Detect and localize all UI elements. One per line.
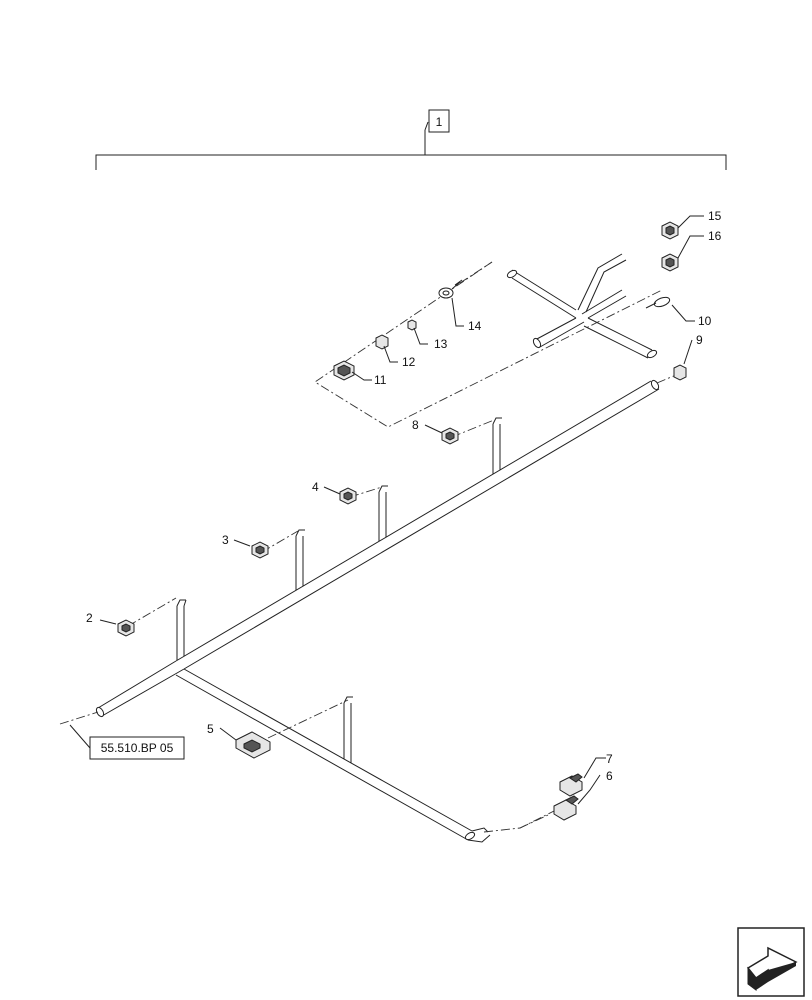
callout-16-label: 16 [708,229,722,243]
upper-sub-harness [506,253,658,359]
callout-11-label: 11 [374,373,387,387]
reference-label[interactable]: 55.510.BP 05 [101,741,174,755]
connector-3 [251,541,269,559]
callout-7-label: 7 [606,752,613,766]
terminal-10 [645,296,671,309]
callout-12-label: 12 [402,355,416,369]
connector-9 [673,364,687,381]
connector-11 [333,360,355,381]
reference-link[interactable]: 55.510.BP 05 [69,724,185,760]
callout-2-label: 2 [86,611,93,625]
connector-16 [661,253,679,272]
callout-14-label: 14 [468,319,482,333]
callout-9-label: 9 [696,333,703,347]
terminal-12 [375,334,389,350]
callout-labels: 2 3 4 5 6 7 8 9 10 11 12 13 14 15 16 [86,209,722,783]
connector-5 [235,731,271,759]
next-page-arrow-icon[interactable] [737,927,805,997]
callout-15-label: 15 [708,209,722,223]
callout-4-label: 4 [312,480,319,494]
callout-13-label: 13 [434,337,448,351]
main-harness [95,379,660,843]
connector-4 [339,487,357,505]
connector-7 [559,773,583,797]
callout-leaders [99,215,704,805]
callout-5-label: 5 [207,722,214,736]
callout-10-label: 10 [698,314,712,328]
connector-8 [441,427,459,445]
terminal-13 [407,319,417,331]
assembly-callout-label: 1 [436,115,443,129]
assembly-bracket: 1 [95,109,727,170]
connector-15 [661,221,679,240]
callout-6-label: 6 [606,769,613,783]
ring-terminal-14 [438,279,463,299]
connector-6 [553,795,579,821]
callout-8-label: 8 [412,418,419,432]
connector-2 [117,619,135,637]
callout-3-label: 3 [222,533,229,547]
